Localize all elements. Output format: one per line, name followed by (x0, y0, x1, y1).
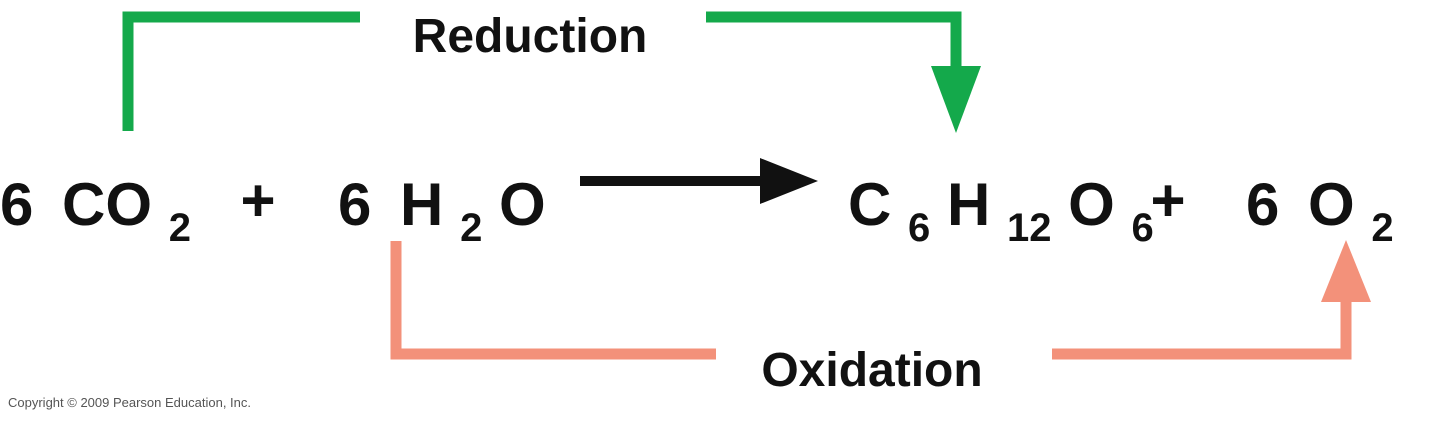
plus-sign-2: + (1150, 167, 1185, 234)
glucose-oxygen: O (1068, 171, 1115, 238)
reduction-label: Reduction (413, 10, 648, 63)
co2-coefficient: 6 (0, 171, 33, 238)
glucose-hydrogen-subscript: 12 (1007, 206, 1052, 250)
reactant-co2: 6 CO 2 (0, 171, 191, 250)
product-o2: 6 O 2 (1246, 171, 1394, 250)
glucose-carbon: C (848, 171, 891, 238)
reduction-bracket-line-right (706, 11, 962, 70)
o2-formula: O (1308, 171, 1355, 238)
down-arrow-icon (931, 66, 981, 133)
oxidation-label: Oxidation (761, 344, 982, 397)
o2-coefficient: 6 (1246, 171, 1279, 238)
co2-formula: CO (62, 171, 152, 238)
right-arrow-icon (580, 158, 818, 204)
glucose-hydrogen: H (947, 171, 990, 238)
co2-subscript: 2 (169, 206, 191, 250)
h2o-coefficient: 6 (338, 171, 371, 238)
o2-subscript: 2 (1371, 206, 1393, 250)
reactant-h2o: 6 H 2 O (338, 171, 546, 254)
oxidation-bracket-line-right (1052, 298, 1352, 360)
h2o-subscript: 2 (460, 206, 482, 250)
h2o-hydrogen: H (400, 171, 443, 238)
up-arrow-icon (1321, 240, 1371, 302)
plus-sign-1: + (240, 167, 275, 234)
oxidation-bracket (390, 240, 1371, 360)
oxidation-bracket-line (390, 241, 716, 360)
glucose-carbon-subscript: 6 (908, 206, 930, 250)
glucose-oxygen-subscript: 6 (1131, 206, 1153, 250)
reduction-bracket (122, 11, 981, 133)
product-glucose: C 6 H 12 O 6 (848, 171, 1154, 254)
h2o-oxygen: O (499, 171, 546, 238)
reduction-bracket-line (122, 11, 360, 131)
copyright-notice: Copyright © 2009 Pearson Education, Inc. (8, 395, 251, 410)
